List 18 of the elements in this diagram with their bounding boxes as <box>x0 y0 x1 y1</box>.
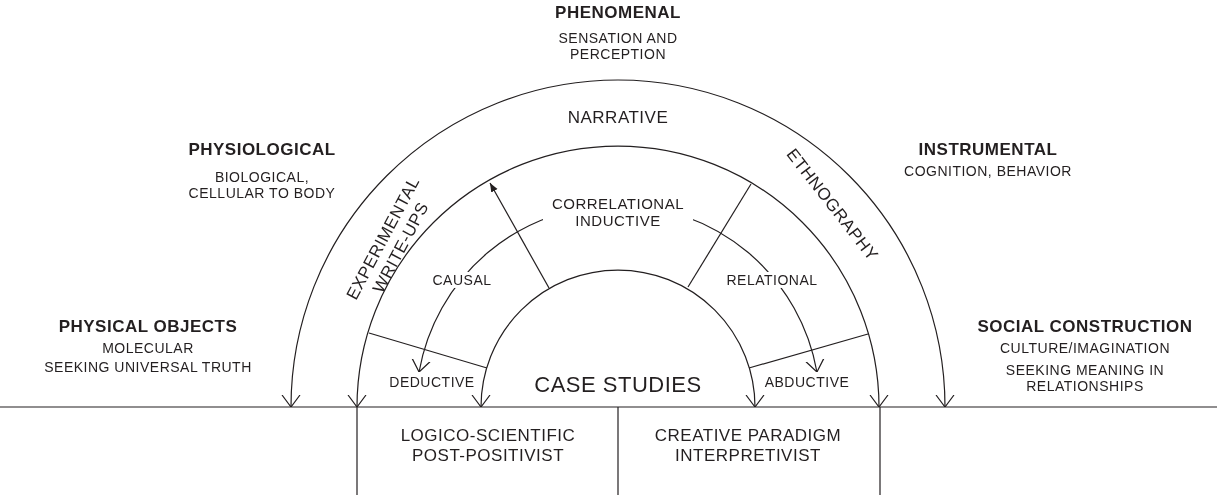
description-text: CULTURE/IMAGINATION <box>999 339 1171 357</box>
description-text: SEEKING UNIVERSAL TRUTH <box>43 358 253 376</box>
heading-text: PHYSIOLOGICAL <box>187 140 337 160</box>
heading-text: SOCIAL CONSTRUCTION <box>976 317 1194 337</box>
band-label: DEDUCTIVE <box>388 373 476 391</box>
heading-text: PHYSICAL OBJECTS <box>57 317 239 337</box>
description-text: BIOLOGICAL, CELLULAR TO BODY <box>187 168 337 202</box>
band-label: ABDUCTIVE <box>763 373 851 391</box>
description-text: MOLECULAR <box>101 339 195 357</box>
paradigm-label: CREATIVE PARADIGM INTERPRETIVIST <box>653 426 843 466</box>
description-text: SENSATION AND PERCEPTION <box>557 29 679 63</box>
description-text: SEEKING MEANING IN RELATIONSHIPS <box>1004 361 1166 395</box>
paradigm-label: LOGICO-SCIENTIFIC POST-POSITIVIST <box>399 426 577 466</box>
band-label: NARRATIVE <box>566 108 670 128</box>
description-text: COGNITION, BEHAVIOR <box>903 162 1073 180</box>
center-label: CASE STUDIES <box>533 372 703 398</box>
heading-text: INSTRUMENTAL <box>917 140 1059 160</box>
heading-text: PHENOMENAL <box>554 3 682 23</box>
